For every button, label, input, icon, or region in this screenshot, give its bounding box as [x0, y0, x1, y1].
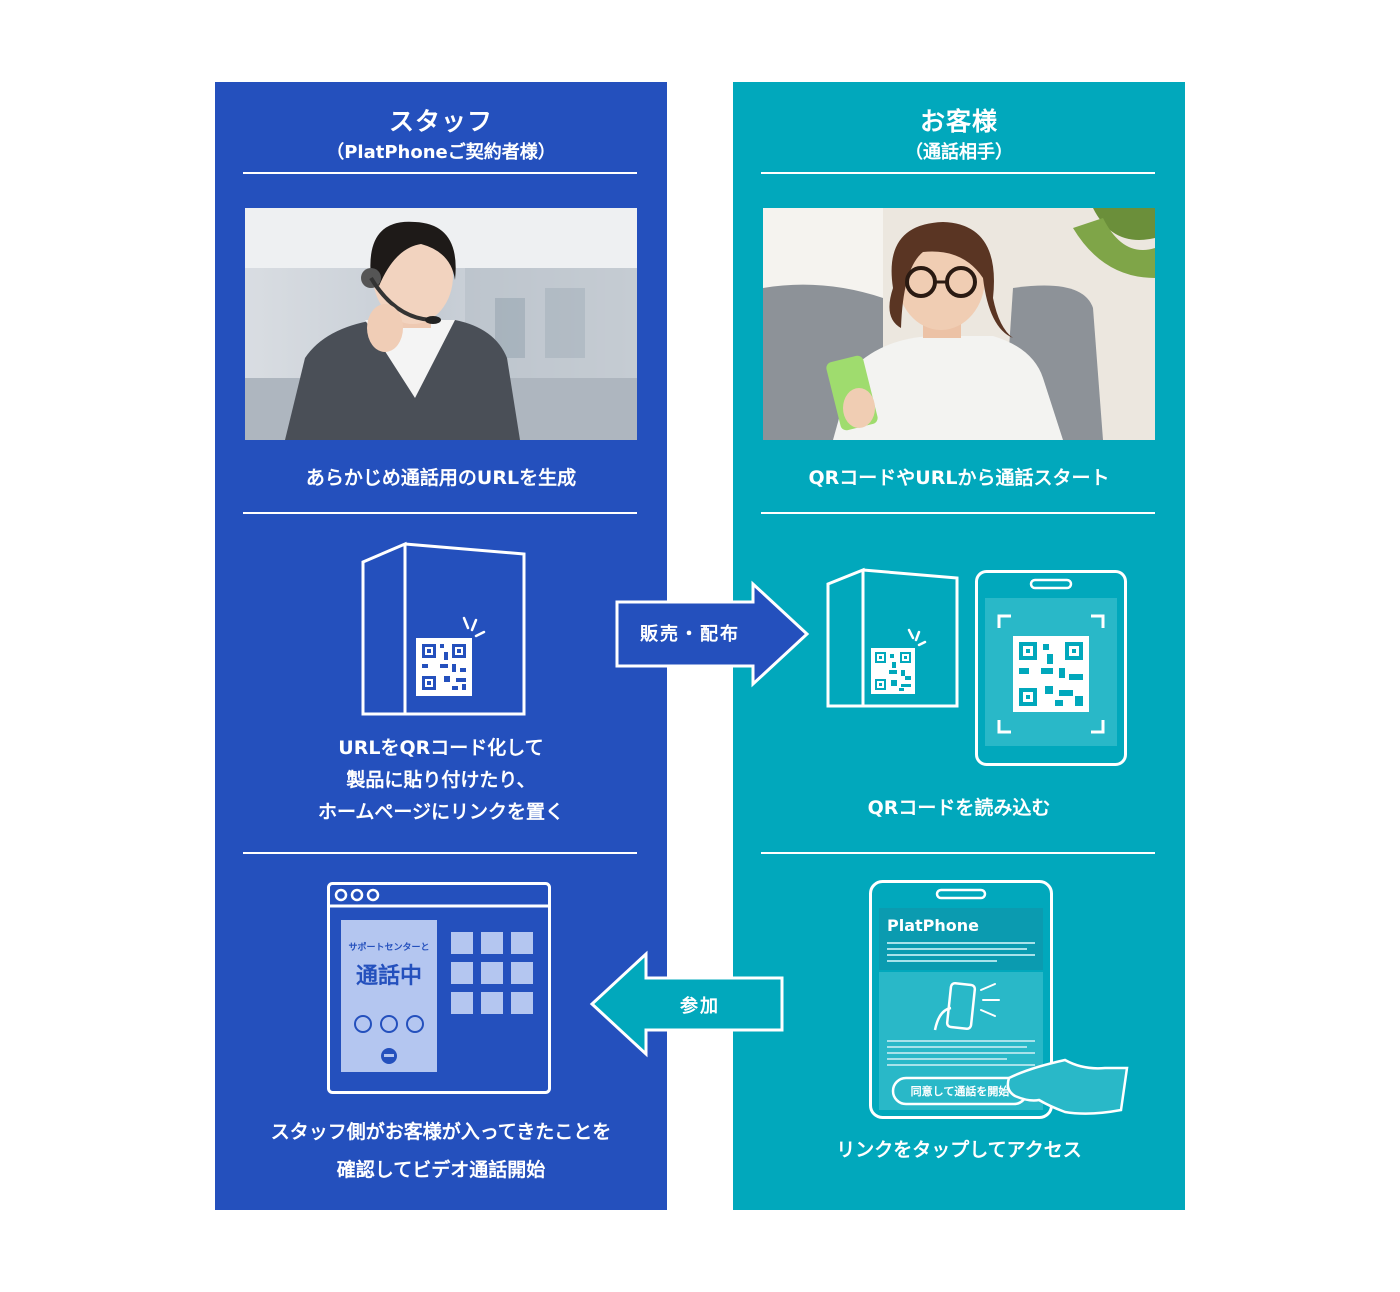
staff-step2-line3: ホームページにリンクを置く	[317, 801, 565, 823]
phone-qr-scan-icon	[975, 570, 1127, 766]
product-box-qr-icon	[826, 567, 959, 708]
staff-step3-line2: 確認してビデオ通話開始	[336, 1159, 546, 1181]
arrow-right-icon	[615, 580, 810, 688]
call-screen-big-text: 通話中	[355, 964, 422, 989]
divider	[761, 512, 1155, 514]
customer-photo	[763, 208, 1155, 440]
divider	[761, 852, 1155, 854]
customer-column: お客様 （通話相手） QRコードやURLから通話スタート	[733, 82, 1185, 1210]
divider	[761, 172, 1155, 174]
customer-title: お客様	[919, 107, 998, 136]
phone-brand: PlatPhone	[887, 916, 980, 935]
customer-step2-caption: QRコードを読み込む	[867, 797, 1051, 819]
phone-start-call-button[interactable]: 同意して通話を開始	[910, 1085, 1010, 1098]
arrow-left-icon	[589, 950, 784, 1058]
customer-step1-caption: QRコードやURLから通話スタート	[808, 467, 1110, 489]
customer-step3-caption: リンクをタップしてアクセス	[836, 1139, 1082, 1161]
arrow-back-label: 参加	[680, 996, 720, 1017]
product-box-qr-icon	[361, 541, 526, 716]
customer-phone-page: PlatPhone 同意して通話を開始	[869, 880, 1129, 1120]
call-screen-small-text: サポートセンターと	[348, 943, 430, 953]
staff-step2-line2: 製品に貼り付けたり、	[346, 769, 536, 791]
divider	[243, 852, 637, 854]
staff-call-window: サポートセンターと 通話中	[327, 882, 551, 1094]
staff-step1-caption: あらかじめ通話用のURLを生成	[305, 467, 577, 489]
divider	[243, 172, 637, 174]
staff-step2-line1: URLをQRコード化して	[338, 737, 544, 759]
staff-column: スタッフ （PlatPhoneご契約者様）	[215, 82, 667, 1210]
staff-step3-line1: スタッフ側がお客様が入ってきたことを	[270, 1121, 612, 1143]
arrow-forward-label: 販売・配布	[640, 624, 740, 645]
customer-subtitle: （通話相手）	[905, 142, 1013, 163]
staff-photo	[245, 208, 637, 440]
divider	[243, 512, 637, 514]
staff-title: スタッフ	[388, 107, 493, 136]
staff-subtitle: （PlatPhoneご契約者様）	[326, 142, 556, 163]
